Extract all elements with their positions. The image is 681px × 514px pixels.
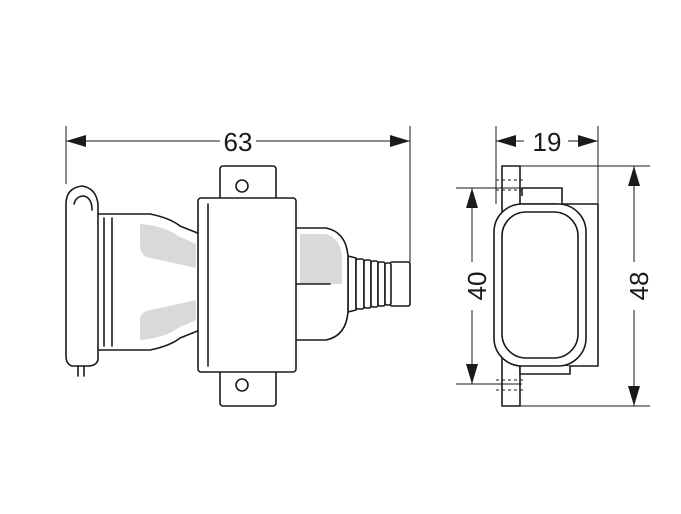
depth-dimension: 19 bbox=[495, 126, 599, 204]
side-view: 63 bbox=[65, 126, 411, 407]
hinged-cover bbox=[65, 185, 99, 377]
mounting-flange bbox=[197, 165, 297, 407]
depth-label: 19 bbox=[533, 127, 562, 157]
outer-height-label: 48 bbox=[624, 272, 654, 301]
outer-height-dimension: 48 bbox=[520, 165, 654, 407]
bottom-lip bbox=[519, 366, 571, 375]
length-label: 63 bbox=[224, 127, 253, 157]
length-dimension: 63 bbox=[65, 126, 411, 262]
inner-height-label: 40 bbox=[462, 272, 492, 301]
inner-height-dimension: 40 bbox=[456, 187, 522, 385]
socket-housing bbox=[95, 213, 201, 351]
socket-body bbox=[493, 203, 587, 367]
cable-gland bbox=[347, 255, 411, 313]
end-view: 19 40 48 bbox=[456, 126, 654, 407]
rear-body bbox=[291, 227, 349, 341]
top-boss bbox=[521, 187, 563, 204]
